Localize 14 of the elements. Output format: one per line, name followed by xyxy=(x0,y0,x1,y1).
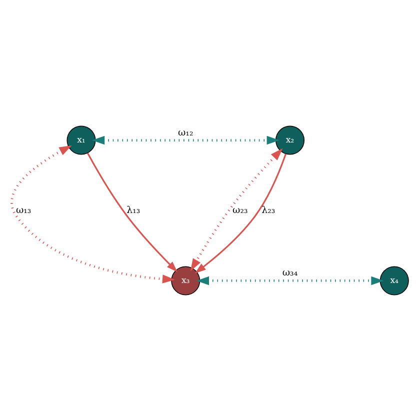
edge-label: λ₂₃ xyxy=(262,204,276,216)
edge-label: λ₁₃ xyxy=(126,204,140,216)
node-circle: x₃ xyxy=(171,266,200,295)
edge-label: ω₂₃ xyxy=(232,204,248,216)
node-circle: x₂ xyxy=(275,125,305,154)
edge-label: ω₁₂ xyxy=(178,126,194,138)
arrow xyxy=(196,276,384,285)
arrow xyxy=(92,135,280,144)
node-circle: x₄ xyxy=(380,266,409,295)
arrow xyxy=(10,144,176,283)
node-circle: x₁ xyxy=(66,125,96,154)
arrow xyxy=(86,152,178,272)
edge-label: ω₁₃ xyxy=(16,204,32,216)
edge-label: ω₃₄ xyxy=(282,267,298,278)
